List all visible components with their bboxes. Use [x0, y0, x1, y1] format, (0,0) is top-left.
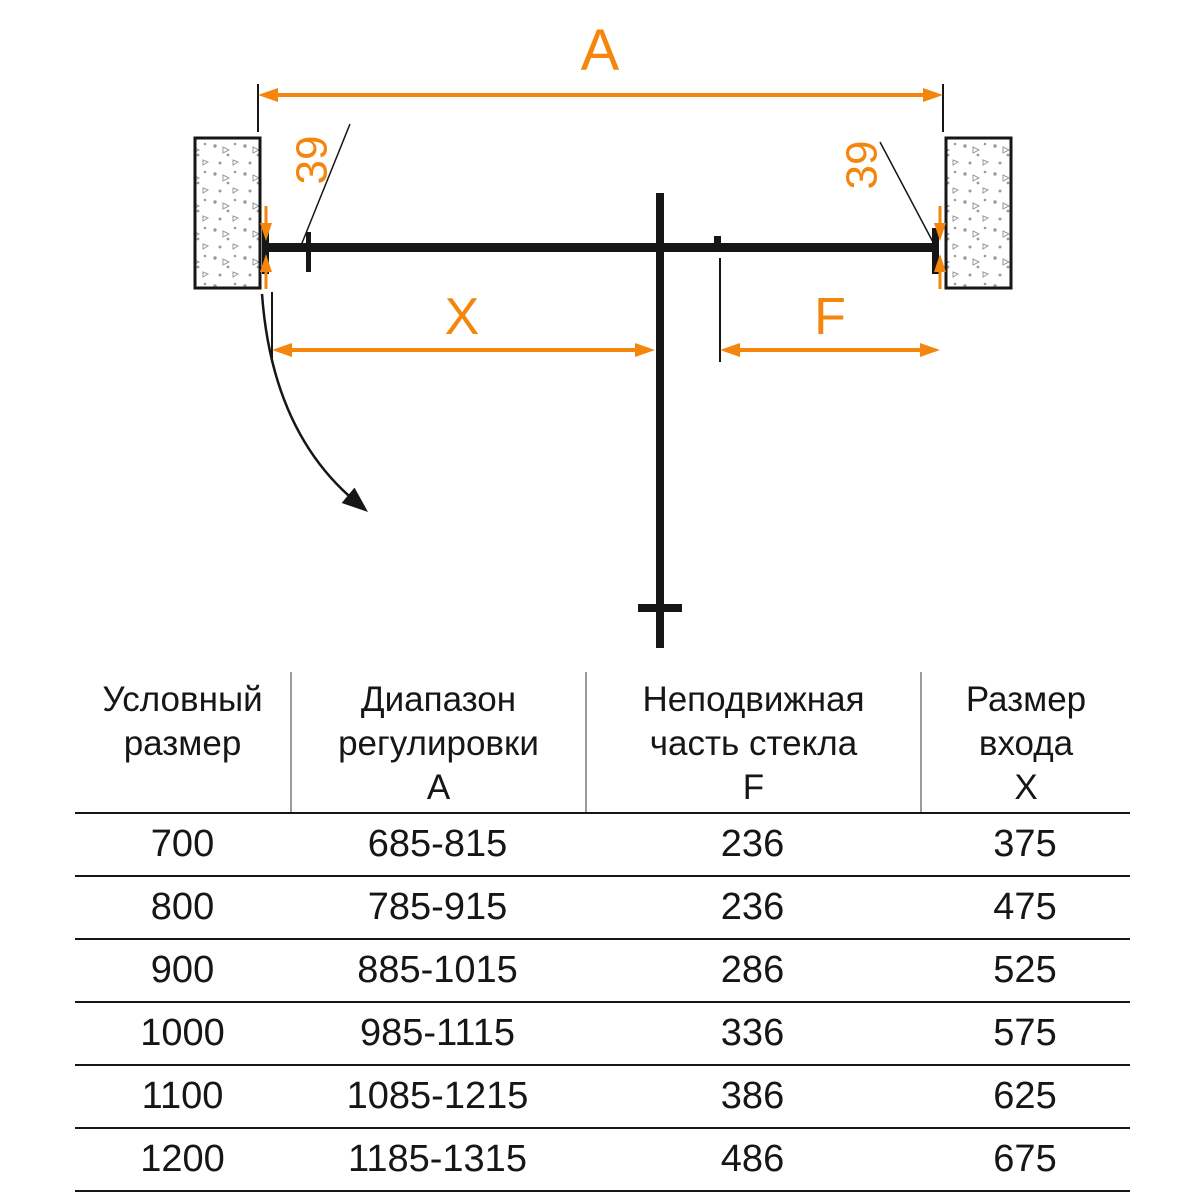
header-entry: Размер входа X: [920, 672, 1130, 812]
cell-entry-x: 525: [920, 938, 1130, 1001]
cell-size: 700: [75, 812, 290, 875]
cell-fixed-f: 286: [585, 938, 920, 1001]
header-line: Неподвижная: [642, 680, 865, 719]
fixed-glass-foot: [638, 604, 682, 612]
cell-fixed-f: 386: [585, 1064, 920, 1127]
cell-range-a: 685-815: [290, 812, 585, 875]
profile-left-arrow-up: [260, 254, 272, 272]
dim-x-arrow-right: [635, 343, 655, 357]
profile-right-leader: [879, 141, 935, 245]
header-line: часть стекла: [649, 724, 858, 763]
cell-range-a: 985-1115: [290, 1001, 585, 1064]
cell-range-a: 1185-1315: [290, 1127, 585, 1190]
spec-table: Условный размер Диапазон регулировки А Н…: [75, 672, 1130, 1192]
cell-entry-x: 375: [920, 812, 1130, 875]
dim-a-label: A: [581, 18, 620, 83]
cell-range-a: 785-915: [290, 875, 585, 938]
cell-range-a: 1085-1215: [290, 1064, 585, 1127]
cell-entry-x: 575: [920, 1001, 1130, 1064]
cell-entry-x: 625: [920, 1064, 1130, 1127]
dim-f-arrow-right: [920, 343, 940, 357]
cell-size: 800: [75, 875, 290, 938]
header-line: входа: [978, 724, 1074, 763]
right-wall: [944, 136, 1013, 290]
header-line: F: [742, 768, 765, 807]
cell-entry-x: 675: [920, 1127, 1130, 1190]
installation-diagram: A 39 39 X F: [193, 18, 1013, 648]
dim-x-label: X: [445, 288, 480, 346]
cell-size: 1100: [75, 1064, 290, 1127]
dim-a-arrow-right: [923, 88, 943, 102]
door-bar: [268, 243, 933, 252]
dim-f-label: F: [814, 288, 846, 346]
left-wall: [193, 136, 262, 290]
header-range-a: Диапазон регулировки А: [290, 672, 585, 812]
header-line: Размер: [965, 680, 1087, 719]
door-swing-arrowhead: [341, 487, 368, 512]
profile-left-leader: [299, 123, 351, 249]
cell-range-a: 885-1015: [290, 938, 585, 1001]
header-size: Условный размер: [75, 672, 290, 812]
dim-x-arrow-left: [272, 343, 292, 357]
header-line: регулировки: [338, 724, 539, 763]
cell-fixed-f: 486: [585, 1127, 920, 1190]
profile-left-arrow-down: [260, 223, 272, 241]
right-wall-profile: [932, 228, 939, 274]
cell-fixed-f: 236: [585, 812, 920, 875]
cell-size: 1000: [75, 1001, 290, 1064]
fixed-panel-step: [714, 236, 721, 252]
door-swing-arc: [260, 293, 357, 503]
door-bracket: [306, 232, 311, 272]
dim-a-arrow-left: [258, 88, 278, 102]
left-wall-profile: [262, 228, 269, 274]
cell-fixed-f: 336: [585, 1001, 920, 1064]
header-line: Диапазон: [360, 680, 517, 719]
header-fixed-glass: Неподвижная часть стекла F: [585, 672, 920, 812]
profile-right-arrow-down: [934, 223, 946, 241]
cell-size: 1200: [75, 1127, 290, 1190]
cell-fixed-f: 236: [585, 875, 920, 938]
cell-entry-x: 475: [920, 875, 1130, 938]
header-line: А: [426, 768, 451, 807]
header-line: X: [1014, 768, 1038, 807]
profile-left-label: 39: [288, 136, 337, 185]
profile-right-label: 39: [838, 141, 887, 190]
header-line: размер: [123, 724, 242, 763]
dim-f-arrow-left: [720, 343, 740, 357]
cell-size: 900: [75, 938, 290, 1001]
header-line: Условный: [102, 680, 263, 719]
profile-right-arrow-up: [934, 254, 946, 272]
fixed-glass-panel: [656, 193, 664, 648]
